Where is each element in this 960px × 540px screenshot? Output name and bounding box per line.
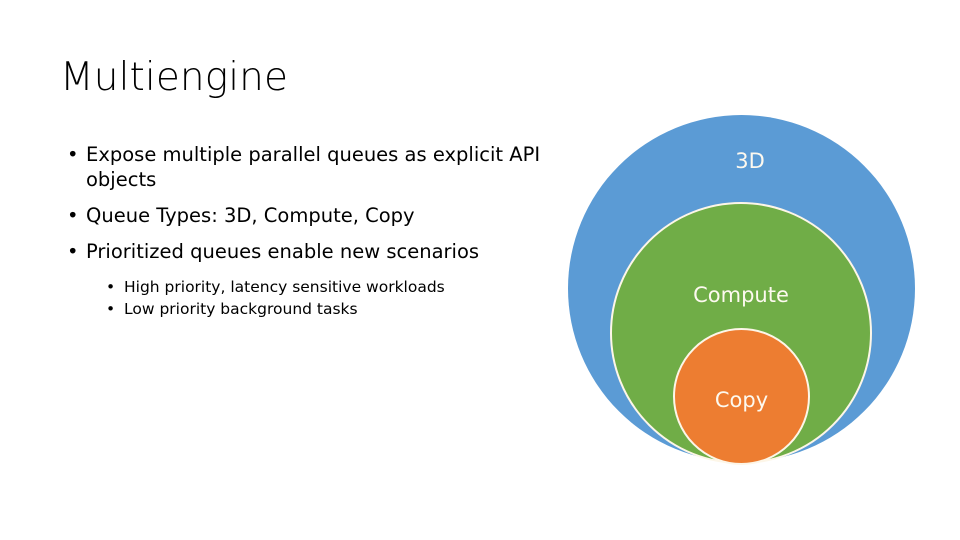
bullet-dot-icon: • <box>106 300 116 318</box>
bullet-sublist: • High priority, latency sensitive workl… <box>52 277 550 320</box>
bullet-dot-icon: • <box>67 204 79 227</box>
bullet-item-text: High priority, latency sensitive workloa… <box>124 278 445 296</box>
nested-circles-diagram: 3D Compute Copy <box>560 105 940 485</box>
bullet-item-level2: • Low priority background tasks <box>52 299 550 320</box>
bullet-item-level2: • High priority, latency sensitive workl… <box>52 277 550 298</box>
page-title: Multiengine <box>60 55 289 100</box>
bullet-item-level1: • Queue Types: 3D, Compute, Copy <box>52 203 550 228</box>
bullet-list: • Expose multiple parallel queues as exp… <box>52 142 550 321</box>
bullet-dot-icon: • <box>106 278 116 296</box>
bullet-item-text: Queue Types: 3D, Compute, Copy <box>86 204 415 227</box>
bullet-item-text: Prioritized queues enable new scenarios <box>86 240 480 263</box>
bullet-item-level1: • Expose multiple parallel queues as exp… <box>52 142 550 192</box>
bullet-dot-icon: • <box>67 240 79 263</box>
diagram-circle-copy <box>673 328 810 465</box>
bullet-item-text: Expose multiple parallel queues as expli… <box>86 143 541 191</box>
bullet-item-level1: • Prioritized queues enable new scenario… <box>52 239 550 264</box>
bullet-item-text: Low priority background tasks <box>124 300 358 318</box>
bullet-dot-icon: • <box>67 143 79 166</box>
